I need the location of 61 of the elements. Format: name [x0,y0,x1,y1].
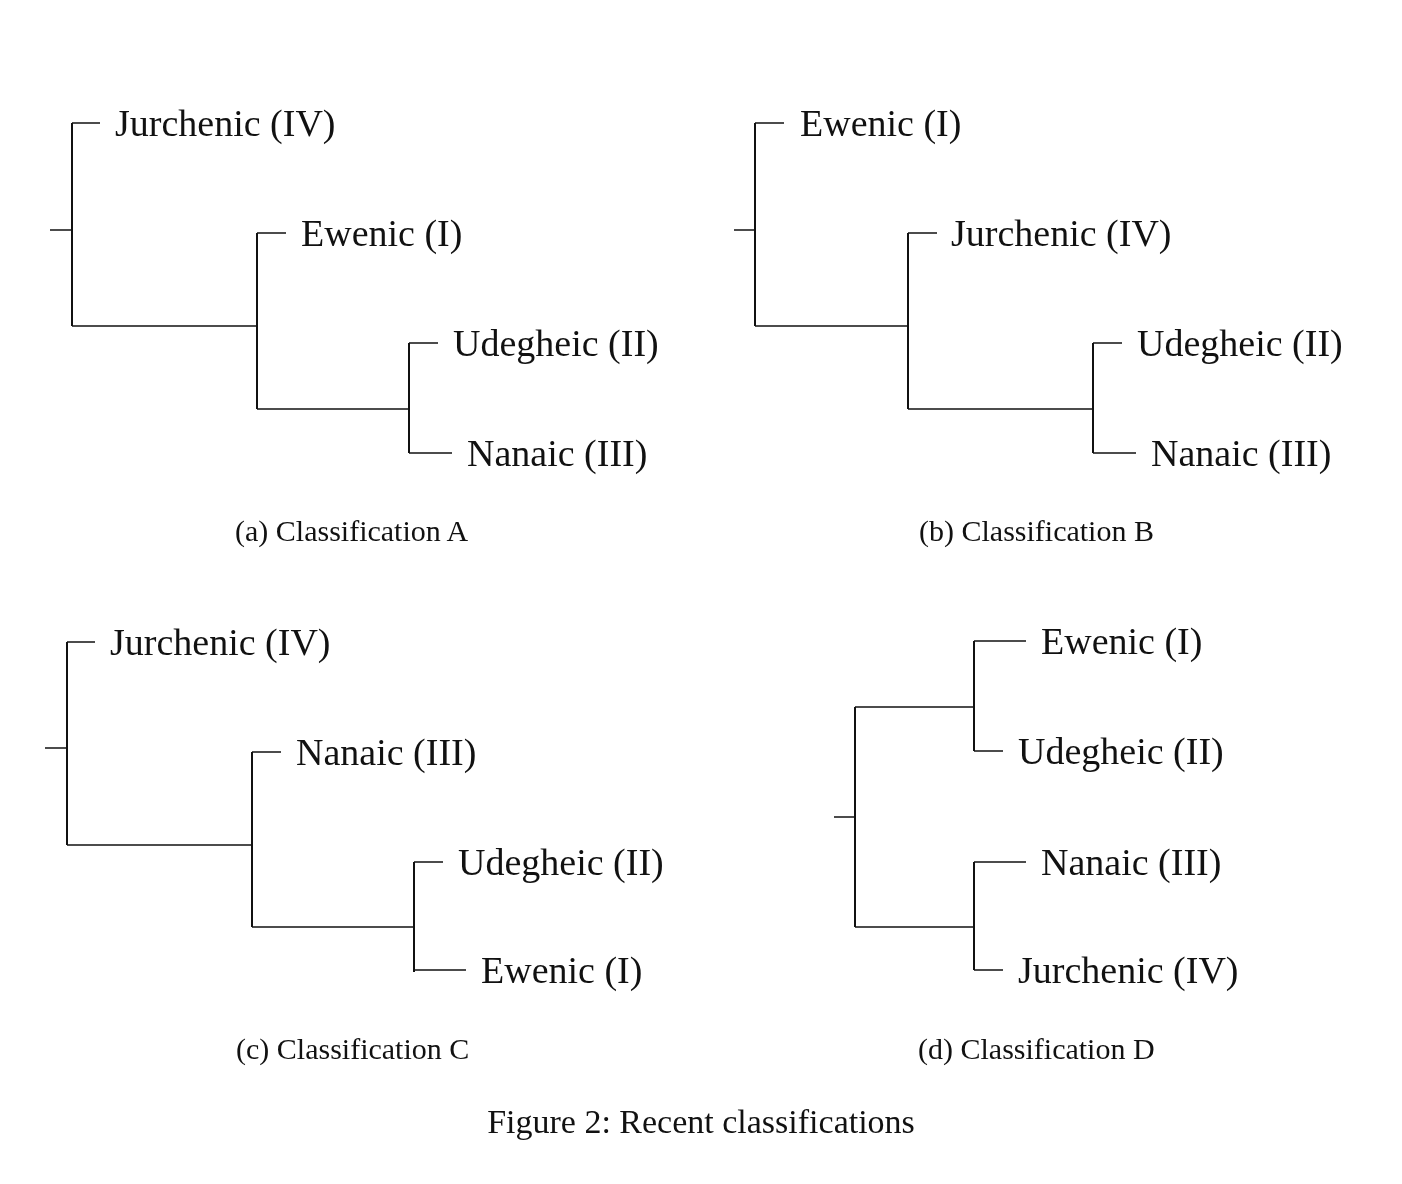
root-line [833,816,856,818]
leaf-label: Nanaic (III) [1136,429,1332,477]
leaf-label: Udegheic (II) [1122,319,1343,367]
leaf-label: Ewenic (I) [286,209,463,257]
leaf-label: Ewenic (I) [466,946,643,994]
leaf-label: Ewenic (I) [1026,617,1203,665]
branch-line [1092,452,1137,454]
branch-line [973,969,1004,971]
branch-line [973,641,975,751]
leaf-label: Jurchenic (IV) [100,99,336,147]
branch-line [854,926,975,928]
leaf-label: Udegheic (II) [443,838,664,886]
branch-line [256,233,258,409]
leaf-label: Nanaic (III) [1026,838,1222,886]
branch-line [413,861,444,863]
subfigure-caption: (a) Classification A [235,513,469,549]
leaf-label: Jurchenic (IV) [937,209,1172,257]
branch-line [1092,342,1123,344]
branch-line [754,123,756,326]
branch-line [71,123,73,326]
leaf-label: Jurchenic (IV) [95,618,331,666]
root-line [44,747,68,749]
branch-line [66,641,96,643]
leaf-label: Udegheic (II) [438,319,659,367]
root-line [49,229,73,231]
branch-line [413,862,415,972]
branch-line [973,862,975,970]
branch-line [251,926,415,928]
subfigure-caption: (c) Classification C [236,1031,470,1067]
branch-line [854,706,975,708]
branch-line [907,232,938,234]
branch-line [973,640,1027,642]
branch-line [907,233,909,409]
branch-line [408,343,410,453]
branch-line [907,408,1094,410]
branch-line [754,325,909,327]
subfigure-caption: (b) Classification B [919,513,1154,549]
branch-line [413,969,467,971]
branch-line [854,707,856,927]
root-line [733,229,756,231]
subfigure-caption: (d) Classification D [918,1031,1155,1067]
branch-line [754,122,785,124]
leaf-label: Nanaic (III) [281,728,477,776]
branch-line [71,122,101,124]
leaf-label: Nanaic (III) [452,429,648,477]
branch-line [66,642,68,845]
branch-line [256,408,410,410]
figure-caption: Figure 2: Recent classifications [486,1102,916,1142]
branch-line [408,342,439,344]
branch-line [66,844,253,846]
branch-line [251,751,282,753]
leaf-label: Udegheic (II) [1003,727,1224,775]
leaf-label: Jurchenic (IV) [1003,946,1239,994]
branch-line [71,325,258,327]
branch-line [408,452,453,454]
branch-line [256,232,287,234]
branch-line [1092,343,1094,453]
branch-line [973,861,1027,863]
branch-line [251,752,253,927]
branch-line [973,750,1004,752]
leaf-label: Ewenic (I) [784,99,962,147]
